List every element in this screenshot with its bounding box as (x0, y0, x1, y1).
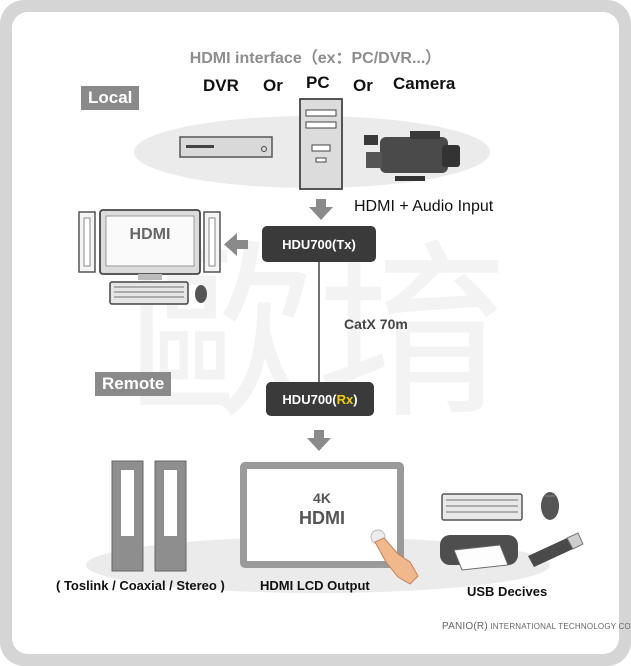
remote-tag: Remote (95, 372, 172, 396)
rx-box-suffix: ) (353, 391, 358, 407)
output-down-arrow (307, 430, 331, 451)
local-monitor-text: HDMI (129, 226, 171, 243)
lcd-tv-icon (240, 462, 404, 568)
source-pc-label: PC (306, 73, 330, 92)
rx-box-highlight: Rx (336, 391, 354, 407)
video-camera-icon (364, 131, 460, 181)
audio-caption: ( Toslink / Coaxial / Stereo ) (56, 578, 225, 593)
footer-company-name: INTERNATIONAL TECHNOLOGY CO.,LTD. (490, 622, 631, 631)
card-reader-icon (440, 535, 518, 571)
input-down-arrow (309, 199, 333, 220)
speaker-left-icon (111, 460, 144, 572)
page-title: HDMI interface（ex：PC/DVR...） (189, 50, 442, 67)
cable-label: CatX 70m (344, 316, 408, 332)
rx-unit-box: HDU700(Rx) (266, 382, 374, 416)
pc-tower-icon (299, 98, 343, 190)
usb-mouse-icon (541, 492, 559, 520)
source-or-label-2: Or (353, 76, 373, 95)
source-dvr-label: DVR (203, 76, 239, 95)
speaker-right-icon (154, 460, 187, 572)
dvr-device-icon (179, 136, 273, 158)
tv-4k-text: 4K (313, 490, 331, 506)
local-monitor-icon (78, 209, 221, 280)
source-camera-label: Camera (393, 74, 456, 93)
usb-keyboard-icon (441, 493, 523, 521)
lcd-caption: HDMI LCD Output (260, 578, 370, 593)
usb-flash-drive-icon (528, 532, 584, 567)
monitor-left-arrow (224, 233, 248, 256)
tv-hdmi-text: HDMI (299, 508, 345, 528)
local-tag: Local (81, 86, 140, 110)
touch-hand-icon (370, 529, 419, 585)
footer-brand: PANIO(R) (442, 621, 488, 632)
footer-company: PANIO(R) INTERNATIONAL TECHNOLOGY CO.,LT… (442, 621, 631, 632)
tx-unit-box: HDU700(Tx) (262, 226, 376, 262)
source-or-label: Or (263, 76, 283, 95)
usb-caption: USB Decives (467, 584, 548, 599)
rx-box-prefix: HDU700( (282, 391, 337, 407)
keyboard-icon (109, 281, 189, 305)
mouse-icon (195, 285, 207, 303)
input-label: HDMI + Audio Input (354, 198, 494, 215)
